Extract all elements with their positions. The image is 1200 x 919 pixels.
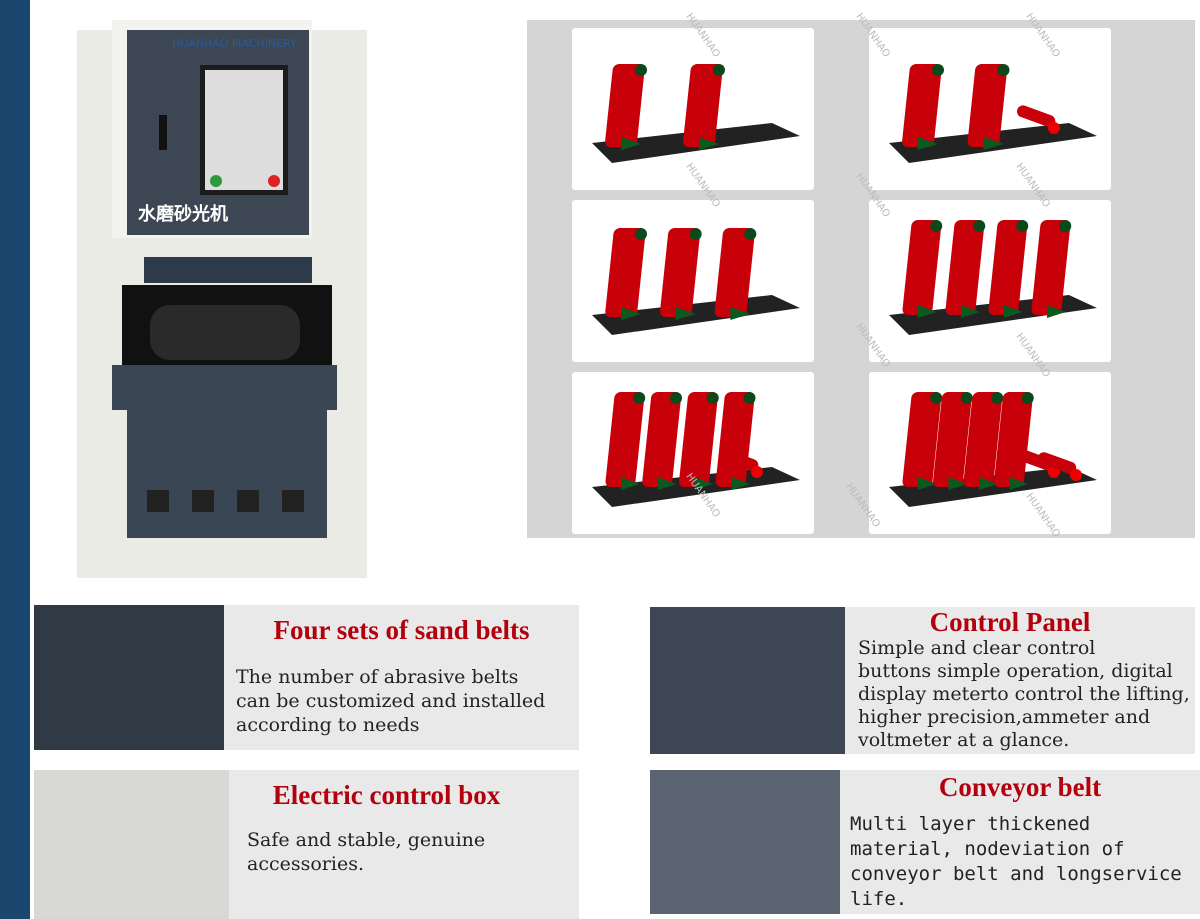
sand-belt (902, 392, 943, 490)
sand-belt (988, 220, 1029, 318)
belt-config-cell (869, 28, 1111, 190)
feature-title: Control Panel (929, 607, 1091, 637)
sand-belt (605, 228, 647, 320)
roller (1037, 452, 1082, 481)
sand-belt (605, 64, 647, 150)
sand-belt (659, 228, 702, 320)
belt-config-cell (572, 28, 814, 190)
belt-config-cell (572, 372, 814, 534)
roller (1016, 105, 1060, 134)
sand-belt (642, 392, 682, 490)
feature-title: Four sets of sand belts (273, 615, 530, 645)
belt-config-cell (869, 372, 1111, 534)
sand-belt (963, 392, 1004, 490)
sand-belt (902, 220, 943, 318)
feature-description: Multi layer thickened material, nodeviat… (850, 813, 1182, 910)
feature-description: The number of abrasive belts can be cust… (236, 666, 546, 736)
feature-electric-box: Electric control box Safe and stable, ge… (34, 770, 579, 919)
sand-belt (902, 64, 944, 150)
control-panel-photo (650, 607, 845, 754)
feature-title: Electric control box (272, 780, 501, 810)
sand-belt (714, 228, 757, 320)
feature-control-panel: Control Panel Simple and clear control b… (650, 607, 1195, 754)
sand-belt (1031, 220, 1072, 318)
side-accent-bar (0, 0, 30, 919)
sand-belt (945, 220, 986, 318)
electric-box-photo (34, 770, 229, 919)
brand-text: HUANHAO MACHINERY (172, 37, 297, 50)
roller (719, 449, 763, 478)
belt-config-cell (572, 200, 814, 362)
conveyor-belt-photo (650, 770, 840, 914)
sand-belt (683, 64, 725, 150)
sand-belt (679, 392, 719, 490)
sanding-machine-image: HUANHAO MACHINERY 水磨砂光机 (72, 20, 372, 580)
feature-sand-belts: Four sets of sand belts The number of ab… (34, 605, 579, 750)
feature-title: Conveyor belt (938, 772, 1102, 802)
sand-belts-photo (34, 605, 224, 750)
sand-belt (933, 392, 973, 490)
feature-description: Simple and clear control buttons simple … (858, 637, 1190, 751)
sand-belt (605, 392, 646, 490)
feature-description: Safe and stable, genuine accessories. (247, 829, 486, 875)
sand-belt (967, 64, 1010, 150)
feature-conveyor-belt: Conveyor belt Multi layer thickened mate… (650, 770, 1200, 914)
sand-belt (994, 392, 1034, 490)
machine-label: 水磨砂光机 (138, 203, 228, 225)
belt-config-cell (869, 200, 1111, 362)
